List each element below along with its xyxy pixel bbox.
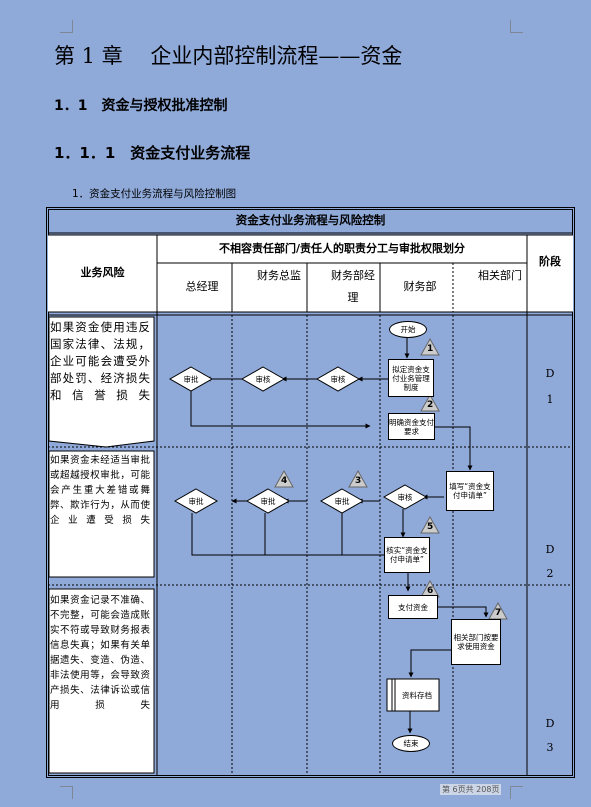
- corner-mark: [60, 20, 73, 33]
- marker-4: 4: [281, 476, 288, 486]
- approve-cfo-2: 审批: [260, 497, 276, 506]
- risk-text-2: 如果资金未经适当审批或超越授权审批，可能会产生重大差错或舞弊、欺诈行为，从而使企…: [50, 455, 150, 526]
- stage-d3-number: 3: [546, 741, 554, 754]
- column-header-finance-manager: 财务部经理: [331, 269, 375, 304]
- section-title: 1．1 资金与授权批准控制: [54, 98, 228, 114]
- review-cfo-1: 审核: [255, 375, 271, 384]
- stage-d2-number: 2: [546, 567, 554, 580]
- approve-gm-2: 审批: [188, 497, 204, 506]
- review-fm-1: 审核: [330, 375, 346, 384]
- page-footer: 第 6页共 208页: [440, 784, 502, 795]
- stage-d3-letter: D: [545, 717, 555, 730]
- stage-d1-number: 1: [546, 393, 554, 406]
- marker-1: 1: [427, 344, 434, 354]
- marker-7: 7: [495, 608, 502, 618]
- flow-archive: 资料存档: [402, 690, 432, 700]
- column-header-cfo: 财务总监: [257, 269, 301, 282]
- flow-step-1: 拟定资金支付业务管理制度: [388, 359, 434, 397]
- marker-6: 6: [427, 586, 434, 596]
- subsection-title: 1．1．1 资金支付业务流程: [54, 144, 251, 162]
- stage-d2-letter: D: [545, 543, 555, 556]
- marker-2: 2: [427, 400, 434, 410]
- marker-5: 5: [427, 522, 434, 532]
- risk-text-1: 如果资金使用违反国家法律、法规，企业可能会遭受外部处罚、经济损失和信誉损失: [50, 320, 150, 402]
- approve-gm-1: 审批: [183, 375, 199, 384]
- flow-step-2: 明确资金支付要求: [388, 413, 435, 440]
- flow-step-5: 核实“资金支付申请单”: [384, 537, 430, 573]
- table-title: 资金支付业务流程与风险控制: [235, 213, 386, 227]
- flow-step-3: 填写“资金支付申请单”: [446, 471, 494, 511]
- flow-step-7: 相关部门按要求使用资金: [451, 619, 501, 665]
- column-header-related-dept: 相关部门: [478, 269, 522, 282]
- corner-mark: [510, 786, 523, 799]
- chapter-title: 第 1 章 企业内部控制流程——资金: [54, 44, 403, 68]
- flow-start: 开始: [389, 321, 427, 338]
- flow-end: 结束: [392, 735, 430, 752]
- risk-header: 业务风险: [80, 266, 125, 279]
- flowchart-table: 资金支付业务流程与风险控制 业务风险 不相容责任部门/责任人的职责分工与审批权限…: [46, 207, 575, 778]
- stage-d1-letter: D: [545, 367, 555, 380]
- risk-text-3: 如果资金记录不准确、不完整，可能会造成账实不符或导致财务报表信息失真；如果有关单…: [50, 595, 150, 711]
- marker-3: 3: [355, 476, 362, 486]
- stage-header: 阶段: [539, 255, 561, 268]
- figure-caption: 1．资金支付业务流程与风险控制图: [72, 188, 237, 200]
- flow-step-6: 支付资金: [388, 595, 438, 619]
- corner-mark: [60, 786, 73, 799]
- column-header-finance-dept: 财务部: [403, 280, 437, 293]
- division-header: 不相容责任部门/责任人的职责分工与审批权限划分: [218, 242, 466, 255]
- corner-mark: [510, 20, 523, 33]
- approve-fm-2: 审批: [334, 497, 350, 506]
- table-grid: [46, 207, 575, 778]
- review-finance-2: 审核: [397, 493, 413, 502]
- column-header-gm: 总经理: [185, 280, 219, 293]
